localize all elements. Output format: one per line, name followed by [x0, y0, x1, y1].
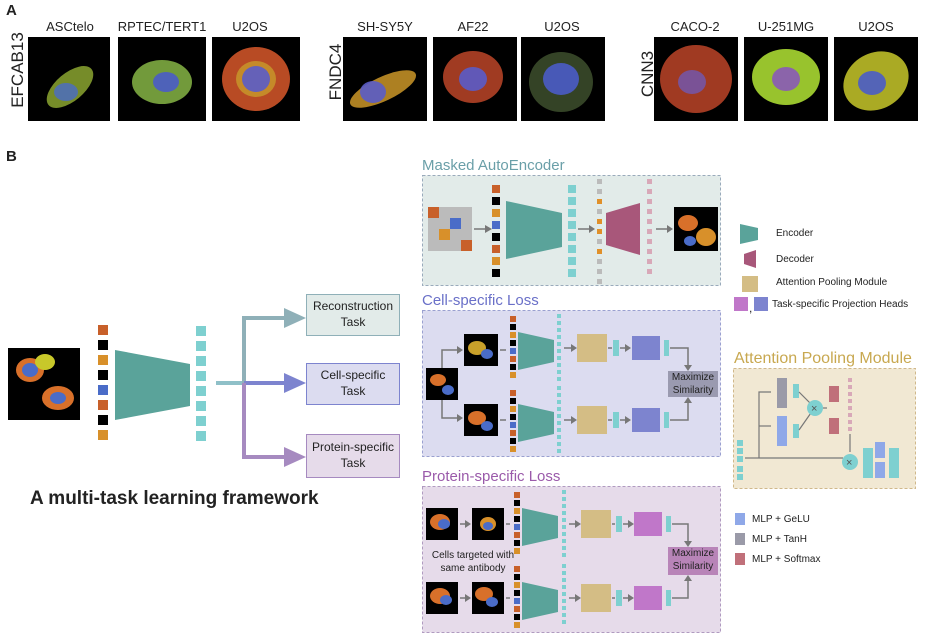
cell-maximize-similarity: Maximize Similarity — [671, 372, 715, 396]
micrograph-rptec — [118, 37, 206, 121]
cells-targeted-label: Cells targeted with same antibody — [431, 550, 515, 574]
cell-loss-diagram — [422, 310, 721, 457]
mlp-tanh-label: MLP + TanH — [752, 534, 807, 545]
framework-diagram — [8, 308, 306, 467]
protein-loss-title: Protein-specific Loss — [422, 468, 561, 485]
encoder-trapezoid-icon — [740, 224, 758, 244]
attention-module-diagram: × × — [733, 368, 916, 489]
protein-task-box: Protein-specific Task — [306, 434, 400, 478]
cell-label-asctelo: ASCtelo — [46, 19, 94, 34]
legend-decoder: Decoder — [776, 254, 814, 265]
legend-projection: Task-specific Projection Heads — [772, 299, 909, 310]
micrograph-u251mg — [744, 37, 828, 121]
micrograph-shsy5y — [343, 37, 427, 121]
micrograph-asctelo — [28, 37, 110, 121]
mae-title: Masked AutoEncoder — [422, 157, 565, 174]
mae-diagram — [422, 175, 721, 286]
cell-label-af22: AF22 — [457, 19, 489, 34]
gene-label-efcab13: EFCAB13 — [8, 32, 27, 108]
panel-b-letter: B — [6, 148, 17, 165]
micrograph-u2os-1 — [212, 37, 300, 121]
framework-title: A multi-task learning framework — [30, 488, 319, 509]
cell-task-box: Cell-specific Task — [306, 363, 400, 405]
decoder-trapezoid-icon — [744, 250, 756, 268]
micrograph-u2os-2 — [521, 37, 605, 121]
mlp-legend-swatches — [735, 513, 745, 565]
micrograph-u2os-3 — [834, 37, 918, 121]
cell-label-caco2: CACO-2 — [670, 19, 720, 34]
cell-label-shsy5y: SH-SY5Y — [357, 19, 413, 34]
cell-label-u251mg: U-251MG — [757, 19, 815, 34]
svg-text:×: × — [811, 403, 817, 415]
legend-icons — [740, 224, 758, 292]
panel-a-letter: A — [6, 2, 17, 19]
svg-text:×: × — [846, 457, 852, 469]
attention-title: Attention Pooling Module — [734, 350, 912, 367]
attention-square-icon — [742, 276, 758, 292]
cell-loss-title: Cell-specific Loss — [422, 292, 539, 309]
cell-label-rptec: RPTEC/TERT1 — [117, 19, 207, 34]
protein-loss-diagram — [422, 486, 721, 633]
micrograph-caco2 — [654, 37, 738, 121]
cell-label-u2os-1: U2OS — [232, 19, 268, 34]
legend-encoder: Encoder — [776, 228, 814, 239]
projection-squares-icon: , — [734, 297, 768, 314]
svg-text:,: , — [749, 301, 752, 314]
cell-label-u2os-2: U2OS — [544, 19, 580, 34]
legend-attention: Attention Pooling Module — [776, 277, 888, 288]
mlp-softmax-label: MLP + Softmax — [752, 554, 821, 565]
cell-label-u2os-3: U2OS — [858, 19, 894, 34]
mlp-gelu-label: MLP + GeLU — [752, 514, 810, 525]
micrograph-af22 — [433, 37, 517, 121]
reconstruction-task-box: Reconstruction Task — [306, 294, 400, 336]
protein-maximize-similarity: Maximize Similarity — [671, 548, 715, 572]
